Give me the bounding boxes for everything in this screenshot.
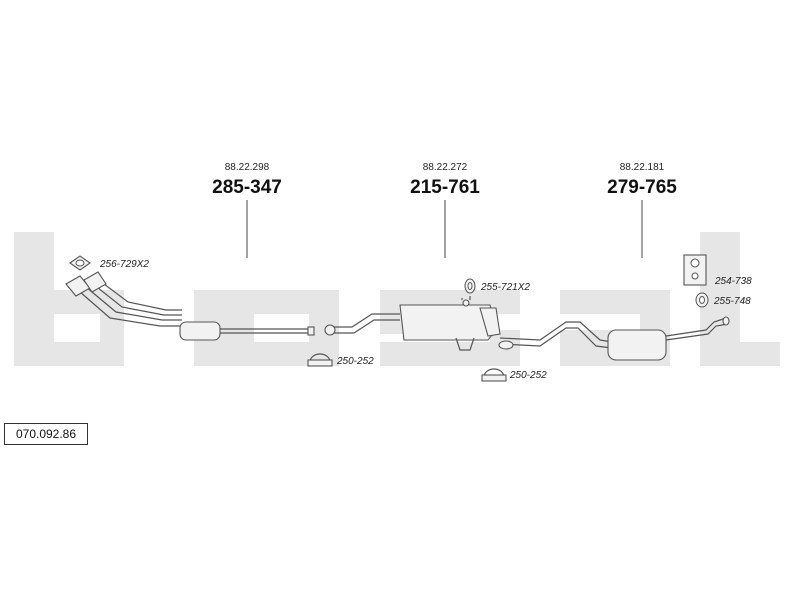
center-muffler-section	[324, 296, 501, 351]
gasket-icon	[69, 255, 91, 271]
part-ref-code: 88.22.181	[620, 162, 665, 173]
accessory-label: 255-721X2	[480, 282, 530, 293]
catalog-number: 070.092.86	[4, 423, 88, 445]
front-pipe	[65, 271, 315, 341]
front-resonator	[179, 321, 221, 341]
part-ref-code: 88.22.272	[423, 162, 468, 173]
rear-muffler-section	[498, 316, 730, 361]
flange-icon	[83, 271, 107, 293]
part-number: 279-765	[607, 177, 677, 198]
rubber-ring-icon	[464, 278, 476, 294]
clamp-icon	[481, 368, 507, 382]
rear-muffler	[607, 329, 667, 361]
rubber-ring-icon	[695, 292, 709, 308]
accessory-label: 256-729X2	[99, 259, 149, 270]
accessory-label: 250-252	[336, 356, 374, 367]
part-number: 215-761	[410, 177, 480, 198]
clamp-icon	[307, 353, 333, 367]
accessory-label: 254-738	[714, 276, 752, 287]
part-ref-code: 88.22.298	[225, 162, 270, 173]
part-number: 285-347	[212, 177, 282, 198]
mounting-bracket-icon	[683, 254, 707, 286]
accessory-label: 255-748	[713, 296, 751, 307]
accessory-label: 250-252	[509, 370, 547, 381]
